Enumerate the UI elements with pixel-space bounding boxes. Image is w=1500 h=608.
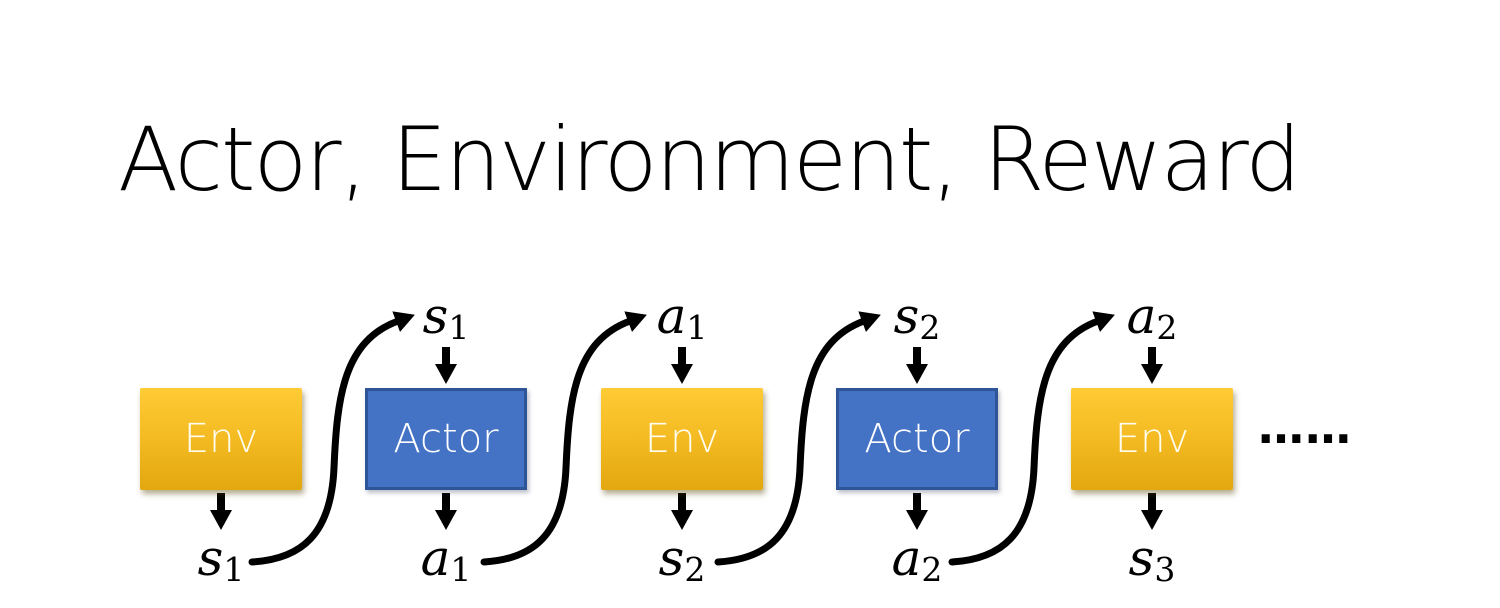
bottom-label-s1: s1 — [151, 533, 291, 586]
math-sub: 2 — [919, 307, 941, 347]
box-label: Env — [1114, 416, 1190, 462]
math-base: a — [420, 529, 451, 587]
math-base: s — [1128, 529, 1155, 587]
math-sub: 1 — [450, 549, 472, 589]
bottom-label-a2: a2 — [847, 533, 987, 586]
actor-box-2: Actor — [836, 388, 998, 490]
top-label-a1: a1 — [612, 291, 752, 344]
math-sub: 2 — [684, 549, 706, 589]
actor-box-1: Actor — [365, 388, 527, 490]
top-label-s2: s2 — [847, 291, 987, 344]
bottom-label-a1: a1 — [376, 533, 516, 586]
top-label-a2: a2 — [1082, 291, 1222, 344]
math-sub: 1 — [686, 307, 708, 347]
math-sub: 1 — [223, 549, 245, 589]
math-base: a — [1126, 287, 1157, 345]
math-sub: 3 — [1154, 549, 1176, 589]
env-box-2: Env — [601, 388, 763, 490]
math-base: a — [656, 287, 687, 345]
box-label: Actor — [864, 416, 970, 462]
slide-title: Actor, Environment, Reward — [118, 108, 1301, 211]
math-base: a — [891, 529, 922, 587]
math-sub: 2 — [921, 549, 943, 589]
bottom-label-s2: s2 — [612, 533, 752, 586]
bottom-label-s3: s3 — [1082, 533, 1222, 586]
math-sub: 2 — [1156, 307, 1178, 347]
box-label: Env — [183, 416, 259, 462]
math-base: s — [658, 529, 685, 587]
top-label-s1: s1 — [376, 291, 516, 344]
math-base: s — [422, 287, 449, 345]
math-base: s — [893, 287, 920, 345]
env-box-1: Env — [140, 388, 302, 490]
math-sub: 1 — [448, 307, 470, 347]
continuation-ellipsis: …… — [1258, 400, 1352, 454]
box-label: Env — [644, 416, 720, 462]
math-base: s — [197, 529, 224, 587]
box-label: Actor — [393, 416, 499, 462]
env-box-3: Env — [1071, 388, 1233, 490]
